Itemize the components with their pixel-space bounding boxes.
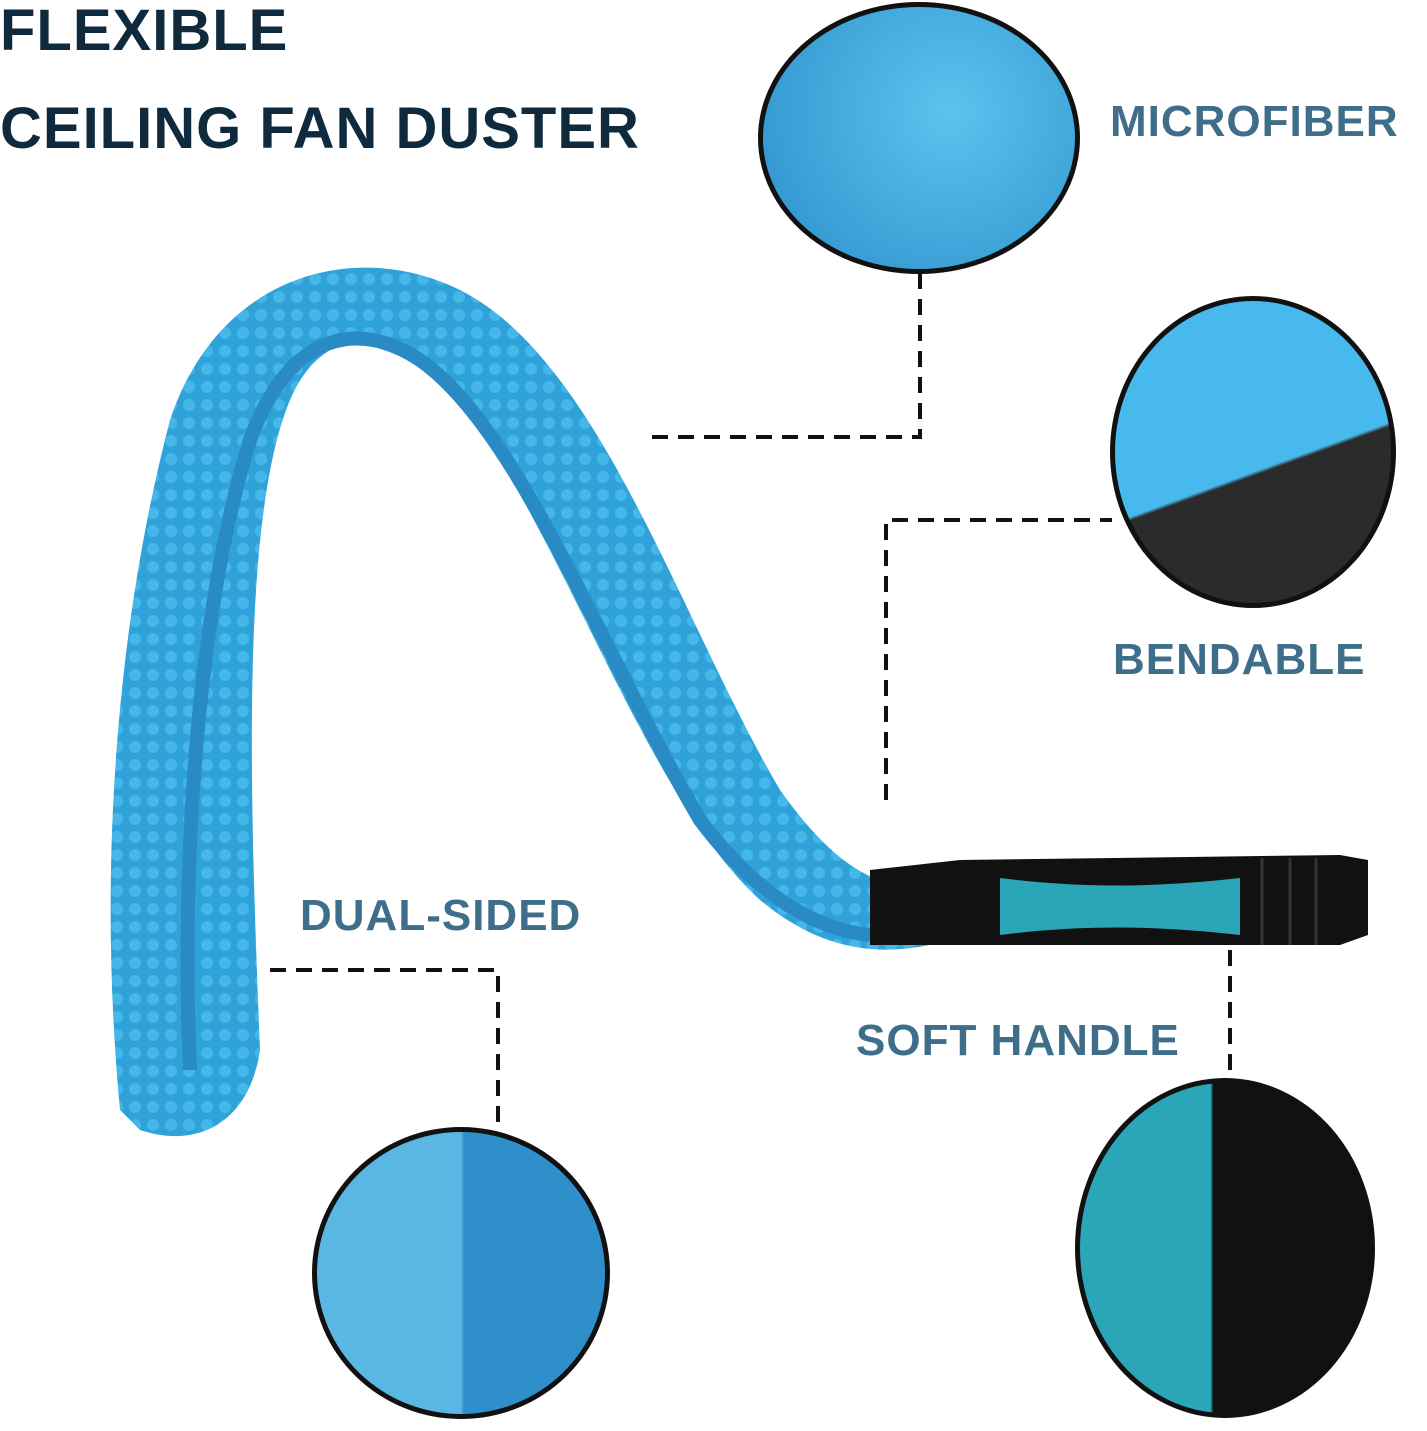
feature-label-microfiber: MICROFIBER xyxy=(1110,97,1399,146)
bendable-closeup-icon xyxy=(1110,296,1396,608)
dual-sided-closeup-icon xyxy=(312,1127,610,1419)
connector-microfiber xyxy=(652,272,922,439)
feature-label-dual-sided: DUAL-SIDED xyxy=(300,891,582,940)
microfiber-closeup-icon xyxy=(758,2,1080,274)
handle-closeup-icon xyxy=(1075,1078,1375,1418)
connector-bendable xyxy=(884,518,1112,800)
title-line-1: FLEXIBLE xyxy=(0,0,289,63)
title-line-2: CEILING FAN DUSTER xyxy=(0,96,640,161)
handle xyxy=(870,855,1368,945)
connector-dual-sided xyxy=(270,968,500,1150)
feature-label-bendable: BENDABLE xyxy=(1113,635,1366,684)
feature-label-soft-handle: SOFT HANDLE xyxy=(856,1016,1180,1065)
